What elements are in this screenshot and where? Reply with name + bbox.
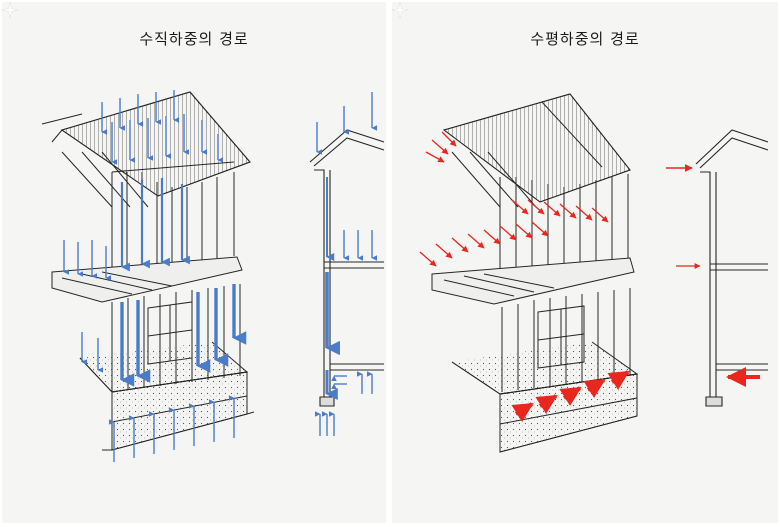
sparkle-icon	[392, 2, 408, 18]
panel-title-vertical: 수직하중의 경로	[139, 30, 249, 48]
section-view-left	[309, 129, 385, 407]
horizontal-load-diagram	[419, 93, 769, 453]
section-horizontal-arrows	[666, 164, 760, 387]
panel-title-horizontal: 수평하중의 경로	[530, 30, 640, 48]
vertical-load-panel: 수직하중의 경로	[2, 2, 386, 523]
section-load-arrows	[314, 92, 378, 436]
vertical-load-diagram	[41, 90, 385, 462]
horizontal-load-arrows	[419, 131, 630, 423]
horizontal-load-panel: 수평하중의 경로	[392, 2, 778, 523]
vertical-load-arrows	[63, 90, 247, 462]
section-view-right	[695, 129, 769, 407]
sparkle-icon	[2, 2, 18, 18]
house-iso-right	[431, 93, 639, 453]
